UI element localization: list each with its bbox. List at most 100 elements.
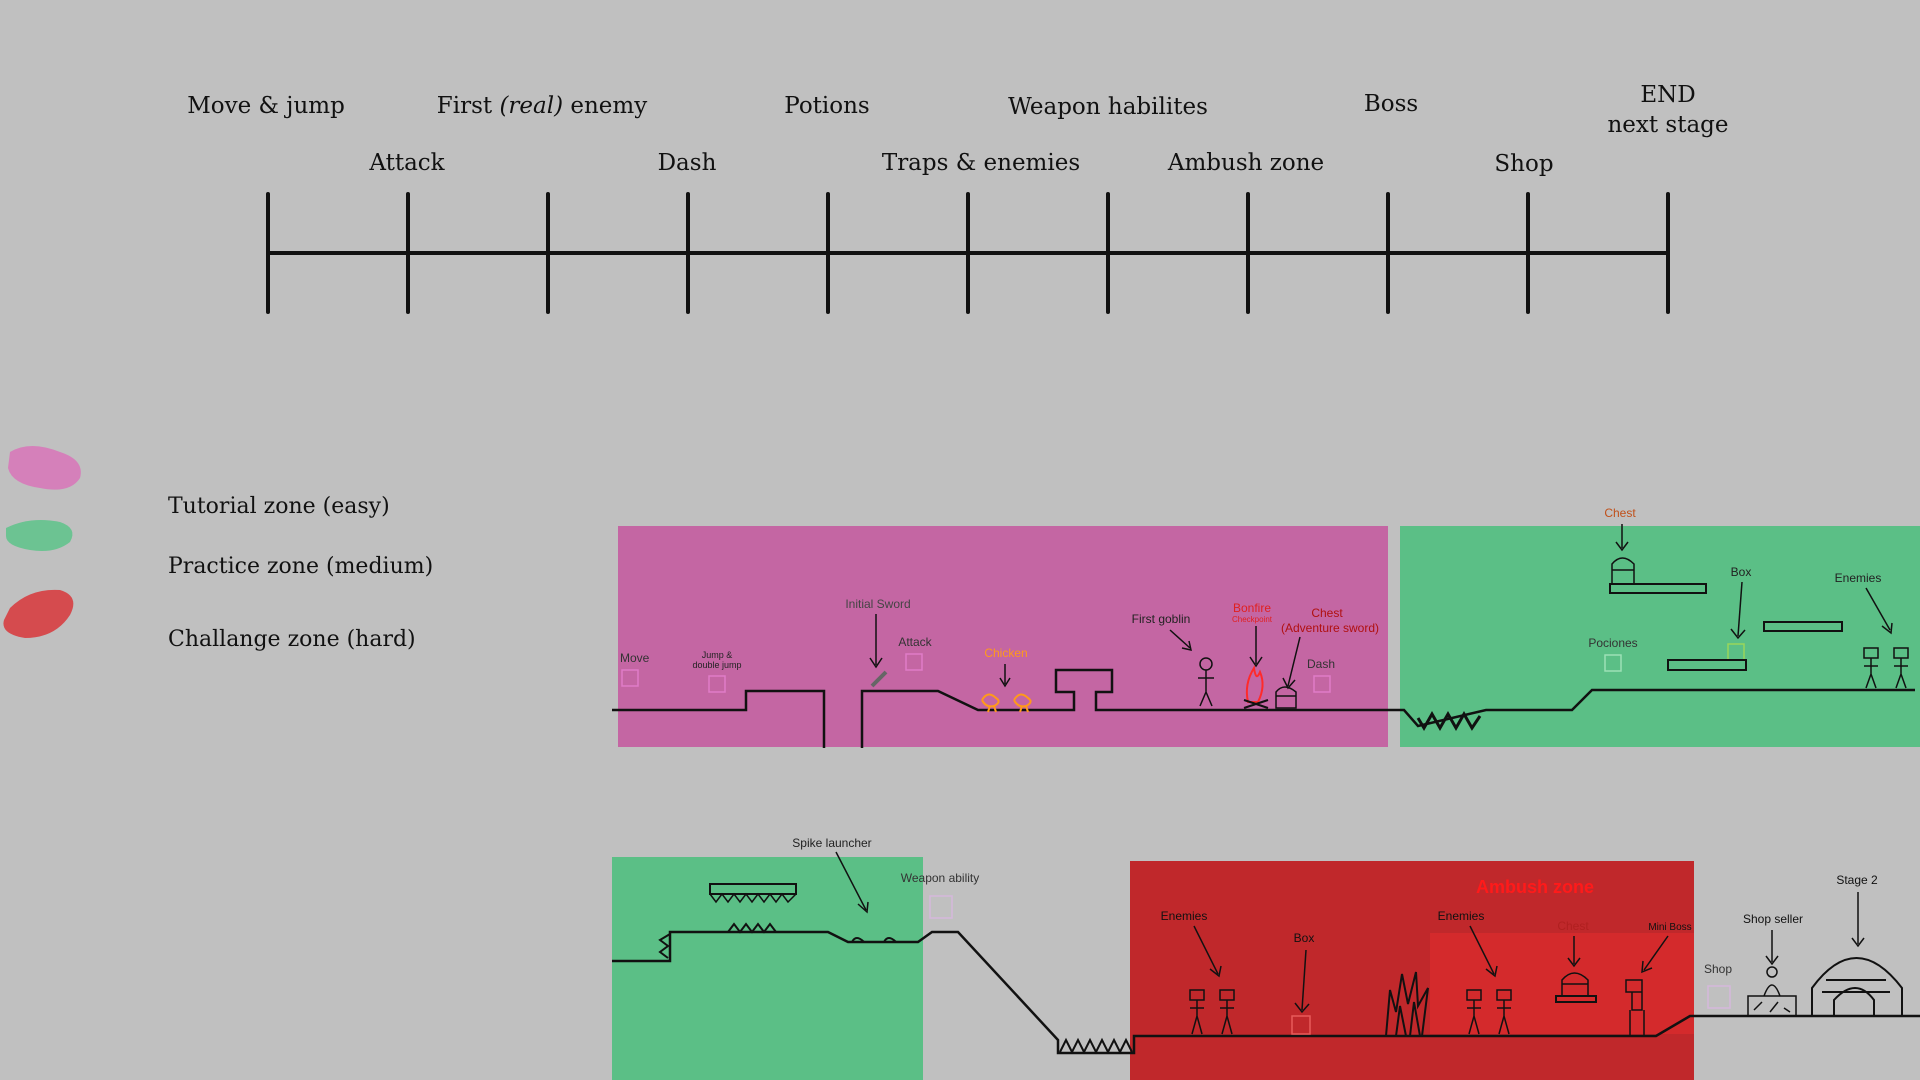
spike-launcher-teeth xyxy=(709,892,797,904)
arrowhead-box xyxy=(1730,628,1746,640)
arrowhead-initial-sword xyxy=(869,657,883,669)
arrow-spike-launcher xyxy=(835,851,867,911)
arrowhead-enemies-1 xyxy=(1209,965,1222,978)
ground-top-2 xyxy=(860,668,1915,748)
timeline-label-first-enemy: First (real) enemy xyxy=(437,93,647,119)
timeline-label-shop: Shop xyxy=(1494,151,1554,177)
wall-spikes xyxy=(658,933,671,959)
goblin-icon xyxy=(1198,657,1214,707)
timeline-label-potions: Potions xyxy=(784,93,870,119)
timeline xyxy=(266,192,1670,314)
enemies-green-icon xyxy=(1863,647,1909,689)
arrow-first-goblin xyxy=(1169,629,1191,649)
spike-pit-bottom xyxy=(1059,1037,1133,1055)
next-stage-text: next stage xyxy=(1607,112,1729,138)
timeline-label-ambush-zone: Ambush zone xyxy=(1167,150,1325,176)
spike-wall-icon xyxy=(1384,971,1429,1037)
label-mini-boss: Mini Boss xyxy=(1648,922,1691,933)
ground-top xyxy=(612,689,826,748)
trap-bumps xyxy=(851,937,897,943)
arrow-enemies-2 xyxy=(1469,925,1495,975)
timeline-label-weapon-habilites: Weapon habilites xyxy=(1008,94,1208,120)
label-chicken: Chicken xyxy=(984,646,1027,660)
arrowhead-bonfire xyxy=(1249,656,1263,668)
label-shop-seller: Shop seller xyxy=(1743,912,1803,926)
arrow-enemies-green xyxy=(1865,587,1891,631)
arrowhead-chest-ambush xyxy=(1567,957,1581,968)
label-weapon-ability: Weapon ability xyxy=(901,871,980,885)
chicken-icon xyxy=(981,693,1032,713)
arrowhead-shop-seller xyxy=(1765,955,1779,966)
move-marker xyxy=(621,669,639,687)
label-initial-sword: Initial Sword xyxy=(845,597,910,611)
practice-zone-bottom xyxy=(612,857,923,1080)
arrowhead-enemies-2 xyxy=(1485,965,1498,978)
legend-swatch-challenge xyxy=(3,589,74,638)
label-chest-2: (Adventure sword) xyxy=(1281,621,1379,635)
label-shop: Shop xyxy=(1704,962,1732,976)
arrowhead-first-goblin xyxy=(1181,640,1192,651)
bonfire-icon xyxy=(1243,665,1269,709)
arrow-mini-boss xyxy=(1643,935,1669,971)
label-attack: Attack xyxy=(898,635,932,649)
mini-boss-icon xyxy=(1625,979,1645,1036)
arrowhead-box-bottom xyxy=(1294,1002,1310,1014)
label-enemies-green: Enemies xyxy=(1835,571,1882,585)
label-chest-1: Chest xyxy=(1311,606,1343,620)
shop-marker xyxy=(1707,985,1731,1009)
label-jump-2: double jump xyxy=(692,660,741,670)
stage-2-cave-icon xyxy=(1811,957,1903,1016)
label-box: Box xyxy=(1731,565,1752,579)
jump-marker xyxy=(708,675,726,693)
label-jump-1: Jump & xyxy=(702,650,733,660)
chest-ambush-icon xyxy=(1561,972,1589,997)
weapon-ability-marker xyxy=(929,895,953,919)
label-chest-green: Chest xyxy=(1604,506,1636,520)
label-bonfire: Bonfire xyxy=(1233,601,1271,615)
box-bottom-marker xyxy=(1291,1015,1311,1035)
legend-swatch-tutorial xyxy=(8,446,81,490)
legend-label-tutorial: Tutorial zone (easy) xyxy=(168,494,390,519)
arrow-box xyxy=(1737,581,1743,637)
arrowhead-mini-boss xyxy=(1641,960,1653,974)
platform-chest-ambush xyxy=(1555,995,1597,1003)
spike-pit-top xyxy=(1416,710,1482,732)
chest-icon xyxy=(1275,686,1297,709)
label-checkpoint: Checkpoint xyxy=(1232,615,1273,624)
arrowhead-stage-2 xyxy=(1851,937,1865,948)
label-first-goblin: First goblin xyxy=(1132,612,1191,626)
enemies-2-icon xyxy=(1466,989,1512,1035)
practice-zone-top xyxy=(1400,526,1920,747)
arrow-enemies-1 xyxy=(1193,925,1219,975)
legend-swatch-practice xyxy=(6,520,73,551)
label-dash: Dash xyxy=(1307,657,1335,671)
arrowhead-chicken xyxy=(999,677,1011,688)
arrowhead-spike-launcher xyxy=(857,901,869,914)
timeline-label-boss: Boss xyxy=(1363,91,1419,117)
arrowhead-chest-green xyxy=(1615,541,1629,552)
label-box-bottom: Box xyxy=(1294,931,1315,945)
label-move: Move xyxy=(620,651,650,665)
first-enemy-text: First (real) enemy xyxy=(436,93,648,119)
label-enemies-2: Enemies xyxy=(1438,909,1485,923)
attack-marker xyxy=(905,653,923,671)
timeline-label-end: END next stage xyxy=(1607,80,1728,140)
label-ambush-zone: Ambush zone xyxy=(1476,877,1594,897)
floor-spikes xyxy=(727,922,777,934)
spike-launcher-platform xyxy=(709,883,797,895)
timeline-label-traps-enemies: Traps & enemies xyxy=(881,150,1081,176)
pociones-marker xyxy=(1604,654,1622,672)
timeline-label-move-jump: Move & jump xyxy=(187,93,345,119)
chest-green-icon xyxy=(1611,557,1635,585)
sword-icon xyxy=(870,670,888,688)
platform-box xyxy=(1667,659,1747,671)
enemies-1-icon xyxy=(1189,989,1235,1035)
platform-chest xyxy=(1609,583,1707,594)
platform-floating xyxy=(1763,621,1843,632)
timeline-label-attack: Attack xyxy=(369,150,445,176)
dash-marker xyxy=(1313,675,1331,693)
label-chest-ambush: Chest xyxy=(1557,919,1589,933)
label-enemies-1: Enemies xyxy=(1161,909,1208,923)
end-text: END xyxy=(1640,82,1696,108)
